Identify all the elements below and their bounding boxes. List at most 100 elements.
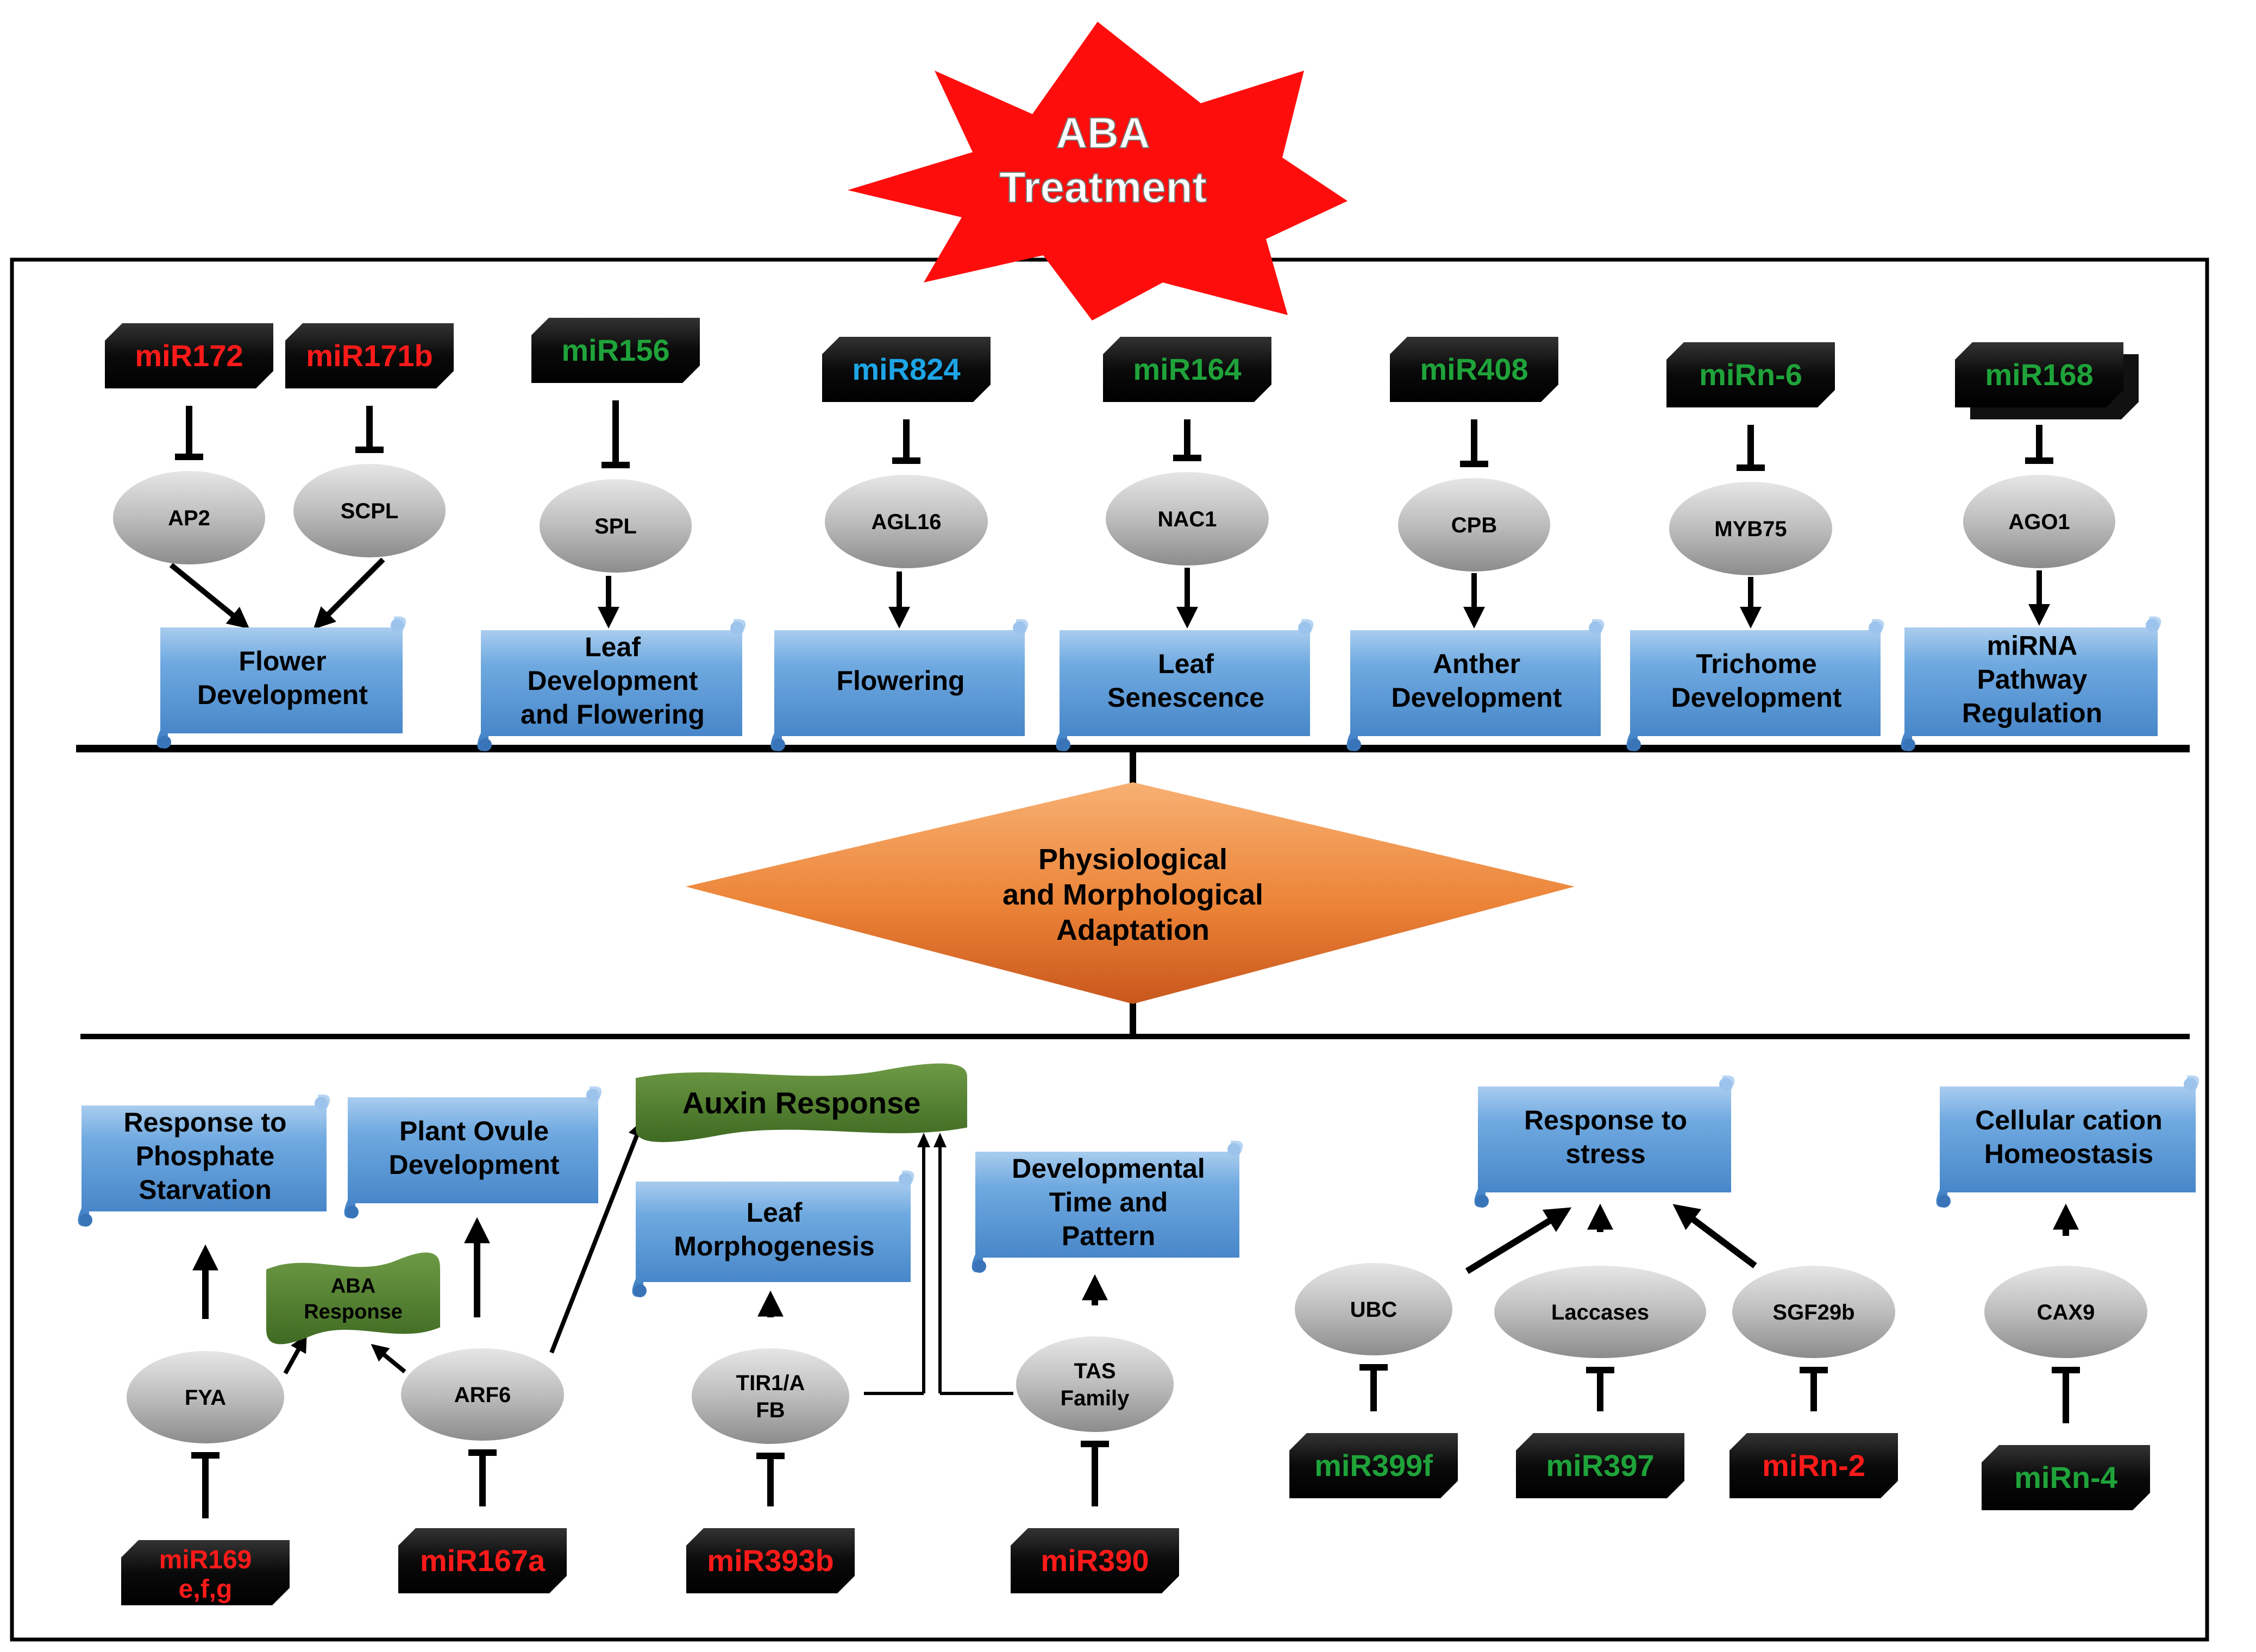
scroll-curl: [1902, 738, 1915, 751]
lower-target-0: FYA: [127, 1351, 284, 1443]
function-label-line: and Flowering: [521, 699, 705, 730]
arrow: [283, 1334, 307, 1374]
function-label-line: Regulation: [1962, 698, 2102, 728]
lower-mirna-6: miRn-2: [1729, 1433, 1898, 1498]
scroll-curl: [730, 621, 743, 635]
target-label-line: ARF6: [454, 1383, 511, 1407]
adaptation-line3: Adaptation: [1056, 914, 1210, 946]
mirna-label: miR172: [135, 338, 243, 373]
mirna-label: miR393b: [707, 1543, 834, 1578]
mirna-label: miR167a: [420, 1543, 546, 1578]
target-label-line: AGL16: [872, 510, 942, 534]
scroll-curl: [1628, 738, 1641, 751]
target-ellipse: [1016, 1336, 1174, 1432]
mirna-tag: [1390, 337, 1558, 402]
scroll-curl: [391, 619, 404, 632]
arrow: [1672, 1204, 1757, 1268]
target-label-line: SPL: [594, 514, 637, 538]
mirna-tag: [1729, 1433, 1898, 1498]
function-label-line: Flowering: [836, 665, 964, 696]
lower-target-1: ARF6: [401, 1348, 564, 1441]
function-label-line: Phosphate: [136, 1141, 275, 1171]
function-label-line: miRNA: [1987, 631, 2078, 661]
adaptation-diamond: Physiological and Morphological Adaptati…: [686, 782, 1575, 1004]
banner-label-line: Response: [304, 1301, 403, 1323]
upper-mirna-5: miR408: [1390, 337, 1558, 402]
mirna-label: miR408: [1420, 352, 1528, 386]
mirna-label: miRn-6: [1699, 357, 1802, 392]
target-ellipse: [1295, 1263, 1452, 1355]
target-label-line: AGO1: [2008, 510, 2070, 534]
aba-treatment-burst: ABA Treatment: [848, 22, 1348, 321]
upper-mirna-0: miR172: [105, 323, 273, 388]
arrow: [169, 563, 250, 629]
upper-target-0: AP2: [113, 471, 265, 564]
scroll-curl: [772, 738, 785, 751]
upper-mirna-3: miR824: [822, 337, 991, 402]
mirna-label: miR156: [561, 333, 669, 367]
target-ellipse: [1732, 1266, 1895, 1358]
function-label-line: Response to: [123, 1107, 286, 1138]
mirna-tag: [1955, 342, 2123, 407]
arrow: [1465, 1207, 1572, 1274]
function-label-line: Plant Ovule: [399, 1116, 549, 1146]
upper-mirna-7: miR168: [1955, 342, 2139, 419]
mirna-label-2: e,f,g: [179, 1575, 233, 1604]
scroll-curl: [79, 1214, 92, 1227]
scroll-box: [1346, 619, 1605, 751]
function-label-line: Pathway: [1977, 664, 2088, 695]
mirna-label: miRn-4: [2014, 1460, 2117, 1494]
target-ellipse: [1494, 1266, 1706, 1358]
target-label-line: FYA: [185, 1386, 226, 1410]
lower-mirna-7: miRn-4: [1982, 1445, 2150, 1510]
lower-target-7: CAX9: [1984, 1266, 2147, 1358]
upper-mirna-2: miR156: [531, 318, 700, 383]
scroll-curl: [899, 1173, 912, 1186]
function-label-line: Pattern: [1062, 1221, 1155, 1251]
mirna-label: miR824: [852, 352, 960, 386]
function-label-line: Flower: [239, 646, 326, 676]
function-label-line: Leaf: [1158, 649, 1214, 679]
target-ellipse: [293, 464, 446, 557]
scroll-box: [78, 1094, 330, 1227]
upper-target-4: NAC1: [1106, 472, 1269, 566]
burst-shape: [848, 22, 1348, 321]
scroll-curl: [2146, 619, 2159, 632]
function-label-line: Homeostasis: [1984, 1139, 2153, 1169]
mirna-label: miR164: [1133, 352, 1241, 386]
mirna-label: miR399f: [1314, 1448, 1433, 1483]
scroll-curl: [586, 1089, 599, 1102]
upper-mirna-4: miR164: [1103, 337, 1271, 402]
function-label-line: Time and: [1049, 1187, 1168, 1217]
mirna-tag: [1516, 1433, 1684, 1498]
scroll-curl: [1298, 621, 1311, 635]
function-label-line: Anther: [1433, 649, 1520, 679]
upper-target-3: AGL16: [825, 475, 988, 568]
scroll-curl: [315, 1097, 328, 1110]
lower-target-2: TIR1/AFB: [692, 1348, 849, 1444]
banner-label-line: Auxin Response: [682, 1086, 921, 1120]
scroll-curl: [1589, 621, 1602, 635]
target-ellipse: [1398, 478, 1550, 571]
mirna-label: miR168: [1985, 357, 2093, 392]
target-label-line: MYB75: [1714, 517, 1787, 541]
mirna-label: miR397: [1546, 1448, 1654, 1483]
target-label-line: SGF29b: [1772, 1301, 1854, 1324]
function-label-line: Starvation: [139, 1174, 272, 1205]
function-label-line: Response to: [1524, 1105, 1687, 1135]
function-label-line: Development: [1671, 682, 1842, 713]
scroll-curl: [973, 1260, 986, 1273]
scroll-box: [1056, 619, 1314, 751]
scroll-box: [344, 1086, 602, 1218]
scroll-curl: [1938, 1195, 1951, 1208]
mirna-tag: [1289, 1433, 1458, 1498]
scroll-curl: [634, 1284, 647, 1297]
function-label-line: Development: [1392, 682, 1562, 713]
arrow: [371, 1343, 406, 1374]
target-ellipse: [1106, 472, 1269, 566]
mirna-label: miR390: [1041, 1543, 1149, 1578]
